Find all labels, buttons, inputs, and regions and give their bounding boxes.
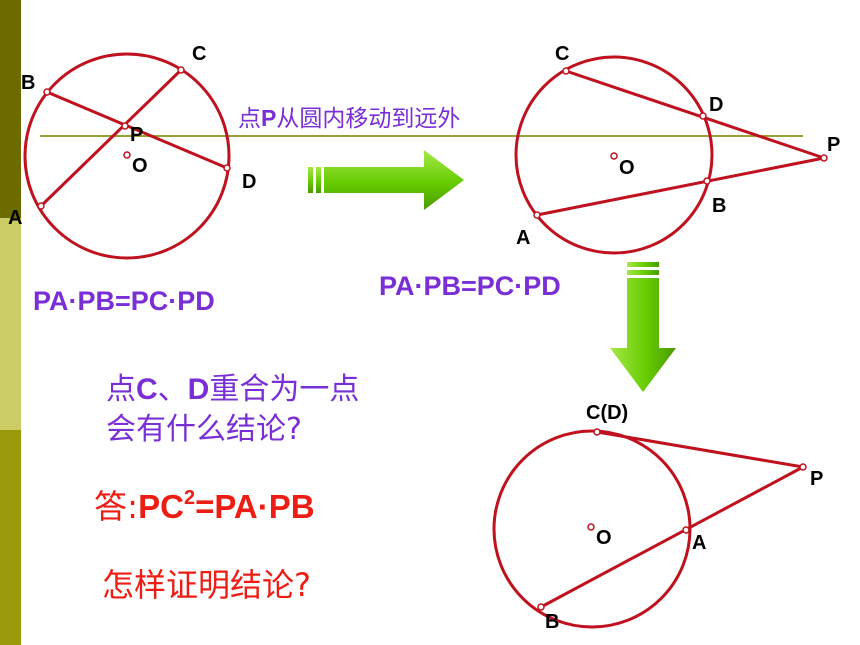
howto-text: 怎样证明结论? <box>102 566 311 604</box>
label-c: C <box>555 43 569 65</box>
secant-pa <box>536 156 825 217</box>
question-d: D <box>187 373 210 406</box>
point-p <box>820 154 828 162</box>
center-o <box>123 151 131 159</box>
center-o <box>610 152 618 160</box>
chord-bd <box>46 90 228 170</box>
label-cd: C(D) <box>586 402 628 424</box>
tangent-pc <box>596 430 804 469</box>
label-p: P <box>827 134 840 156</box>
circle-2 <box>514 55 714 255</box>
sidebar-band-mid <box>0 430 21 645</box>
point-d <box>699 112 707 120</box>
label-o: O <box>132 155 148 177</box>
figure2: C D P O B A <box>514 43 840 255</box>
sidebar-band-dark <box>0 0 21 218</box>
question-c: C <box>136 373 158 406</box>
question-sep: 、 <box>157 372 188 407</box>
answer-formula: PC2=PA·PB <box>138 488 314 525</box>
answer-exponent: 2 <box>183 487 196 509</box>
label-o: O <box>619 157 635 179</box>
label-d: D <box>242 171 256 193</box>
caption-pre: 点 <box>238 106 261 132</box>
answer-prefix: 答: <box>94 487 139 526</box>
label-a: A <box>692 532 706 554</box>
sidebar-band-light <box>0 218 21 430</box>
figure3: C(D) P O A B <box>492 402 823 633</box>
point-c <box>562 67 570 75</box>
formula-2: PA·PB=PC·PD <box>379 271 561 301</box>
label-a: A <box>8 207 22 229</box>
question-line-2: 会有什么结论? <box>106 412 302 447</box>
answer-rest: =PA·PB <box>195 488 315 525</box>
question-pre: 点 <box>106 372 136 407</box>
point-b <box>43 88 51 96</box>
caption-point: P <box>261 105 277 131</box>
label-b: B <box>712 195 726 217</box>
question-post: 重合为一点 <box>209 372 360 407</box>
label-p: P <box>810 468 823 490</box>
label-a: A <box>516 227 530 249</box>
center-o <box>587 523 595 531</box>
formula-1: PA·PB=PC·PD <box>33 286 215 316</box>
label-d: D <box>709 94 723 116</box>
question-line-1: 点C、D重合为一点 <box>106 370 359 410</box>
point-b <box>703 177 711 185</box>
point-a <box>682 526 690 534</box>
label-b: B <box>21 72 35 94</box>
point-c <box>177 66 185 74</box>
secant-pc <box>565 69 825 160</box>
point-a <box>37 202 45 210</box>
label-o: O <box>596 527 612 549</box>
point-a <box>533 211 541 219</box>
point-p <box>121 122 129 130</box>
arrow-down-icon <box>610 262 676 392</box>
chord-ac <box>39 68 183 208</box>
label-b: B <box>545 611 559 633</box>
label-c: C <box>192 43 206 65</box>
point-b <box>537 603 545 611</box>
secant-pb <box>540 465 804 609</box>
point-p <box>799 463 807 471</box>
answer-pc: PC <box>138 488 184 525</box>
caption-move: 点P从圆内移动到远外 <box>238 99 460 133</box>
circle-1 <box>23 52 231 260</box>
caption-post: 从圆内移动到远外 <box>276 106 461 132</box>
answer-text: 答:PC2=PA·PB <box>94 480 315 528</box>
question-text: 点C、D重合为一点 会有什么结论? <box>106 370 359 450</box>
label-p: P <box>130 124 143 146</box>
arrow-right-icon <box>308 150 464 210</box>
point-cd <box>593 428 601 436</box>
point-d <box>223 164 231 172</box>
figure1: B C P O D A <box>8 43 256 260</box>
